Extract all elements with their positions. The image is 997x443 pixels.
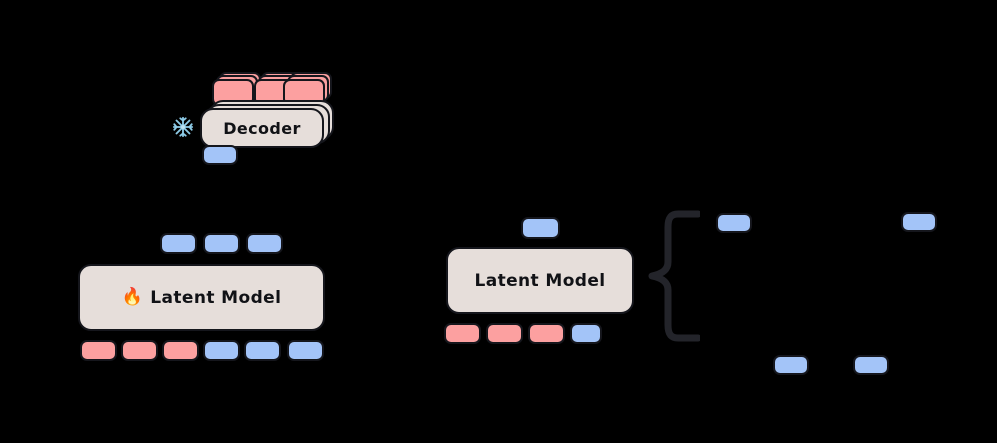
snowflake-icon xyxy=(172,116,194,138)
scattered-token xyxy=(773,355,809,375)
latent-model-right-label-text: Latent Model xyxy=(474,270,606,291)
flame-icon: 🔥 xyxy=(121,287,144,307)
decoder-panel-label: Decoder xyxy=(223,119,301,138)
latent-left-output-token xyxy=(160,233,197,254)
latent-model-left-panel[interactable]: 🔥 Latent Model xyxy=(78,264,325,331)
latent-left-input-token xyxy=(121,340,158,361)
latent-left-output-token xyxy=(203,233,240,254)
latent-model-right-label: Latent Model xyxy=(474,271,605,291)
latent-right-input-token xyxy=(444,323,481,344)
latent-left-input-token xyxy=(287,340,324,361)
scattered-token xyxy=(716,213,752,233)
decoder-output-token xyxy=(202,145,238,165)
decoder-label-text: Decoder xyxy=(223,118,301,138)
scattered-token xyxy=(901,212,937,232)
latent-left-input-token xyxy=(162,340,199,361)
latent-model-left-label-text: Latent Model xyxy=(150,287,282,308)
latent-left-input-token xyxy=(244,340,281,361)
latent-left-output-token xyxy=(246,233,283,254)
latent-right-output-token xyxy=(521,217,560,239)
latent-model-left-label: 🔥 Latent Model xyxy=(122,288,282,308)
left-curly-brace-icon xyxy=(648,210,702,342)
latent-right-input-token xyxy=(486,323,523,344)
decoder-panel[interactable]: Decoder xyxy=(200,108,324,148)
latent-model-right-panel[interactable]: Latent Model xyxy=(446,247,634,314)
scattered-token xyxy=(853,355,889,375)
latent-right-input-token xyxy=(528,323,565,344)
latent-left-input-token xyxy=(80,340,117,361)
latent-left-input-token xyxy=(203,340,240,361)
latent-right-input-token xyxy=(570,323,602,344)
